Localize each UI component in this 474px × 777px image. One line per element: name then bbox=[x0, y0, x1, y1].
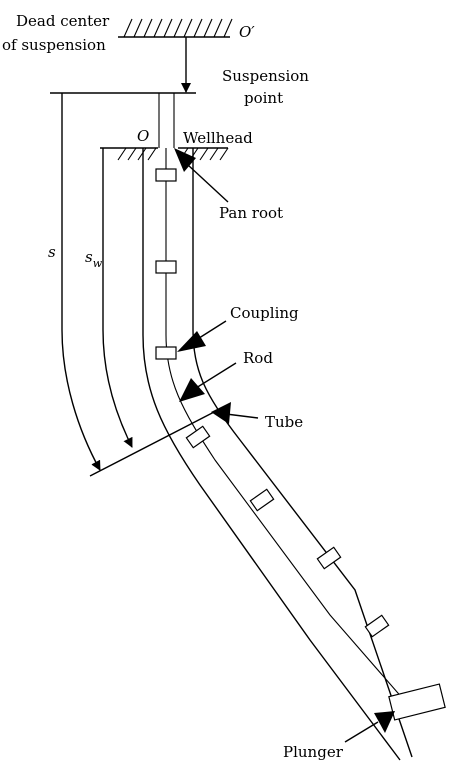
pan-root-arrowhead bbox=[174, 148, 196, 172]
wellhead-hatch bbox=[100, 147, 229, 161]
plunger-arrowhead bbox=[374, 711, 395, 733]
pan-root-leader bbox=[187, 164, 229, 203]
coupling-box bbox=[316, 546, 342, 570]
coupling-box bbox=[185, 425, 211, 449]
tube-left-wall bbox=[142, 148, 401, 761]
dead-center-label-line1: Dead center bbox=[16, 12, 110, 30]
plunger-box bbox=[388, 683, 446, 721]
depth-baseline bbox=[89, 409, 219, 477]
suspension-label-line2: point bbox=[244, 89, 283, 107]
o-label: O bbox=[137, 127, 149, 145]
coupling-arrowhead bbox=[177, 331, 206, 352]
tube-right-wall bbox=[192, 148, 413, 758]
sw-label: sw bbox=[85, 248, 103, 270]
s-depth-curve bbox=[61, 93, 101, 471]
rod-arrowhead bbox=[179, 378, 205, 402]
tube-leader bbox=[225, 413, 259, 419]
coupling-box bbox=[155, 260, 177, 274]
sw-depth-curve bbox=[102, 148, 133, 448]
rod-leader bbox=[195, 362, 237, 389]
rod-label: Rod bbox=[243, 349, 273, 367]
coupling-box bbox=[155, 346, 177, 360]
tube-label: Tube bbox=[265, 413, 303, 431]
coupling-label: Coupling bbox=[230, 304, 299, 322]
s-label: s bbox=[48, 243, 56, 261]
plunger-label: Plunger bbox=[283, 743, 344, 761]
dead-center-label-line2: of suspension bbox=[2, 36, 106, 54]
coupling-leader bbox=[195, 320, 227, 341]
plunger-leader bbox=[344, 721, 379, 743]
coupling-box bbox=[155, 168, 177, 182]
suspension-label-line1: Suspension bbox=[222, 67, 309, 85]
tube-arrowhead bbox=[211, 402, 231, 424]
dead-center-hatch bbox=[118, 18, 233, 38]
coupling-box bbox=[364, 614, 390, 638]
pan-root-label: Pan root bbox=[219, 204, 283, 222]
wellhead-label: Wellhead bbox=[183, 129, 253, 147]
o-prime-label: O′ bbox=[239, 23, 255, 41]
coupling-box bbox=[249, 488, 275, 512]
